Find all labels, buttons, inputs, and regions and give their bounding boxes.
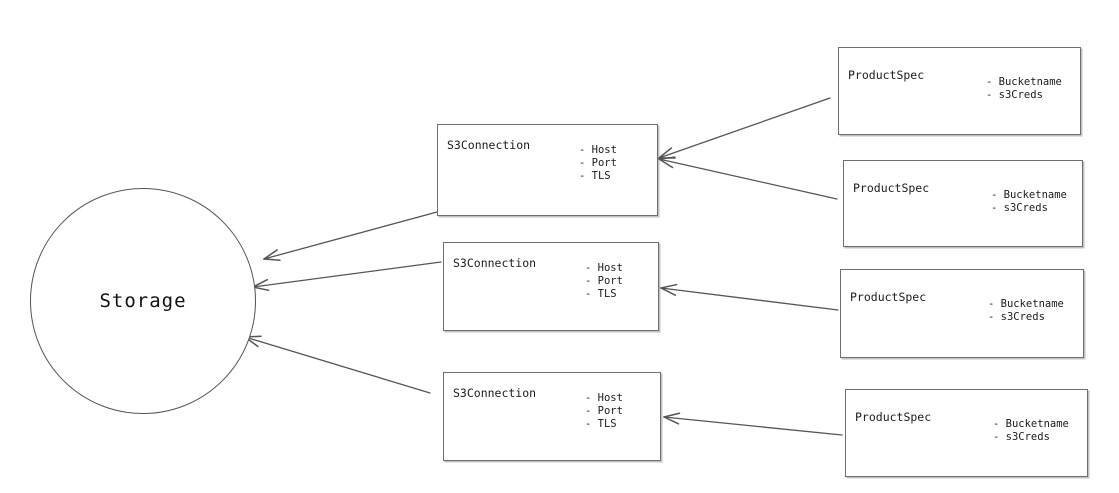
connection-attribute: - Host [585, 392, 623, 404]
connection-title: S3Connection [447, 138, 531, 152]
arrow-conn3-to-storage [244, 335, 431, 394]
connection-attribute: - Host [585, 262, 623, 274]
arrow-spec4-to-conn3 [663, 412, 843, 436]
spec-title: ProductSpec [848, 68, 925, 82]
arrow-head-stroke-1 [252, 278, 268, 288]
spec-attribute: - Bucketname [988, 298, 1064, 310]
spec-attribute: - s3Creds [986, 89, 1043, 101]
spec-attribute-list: - Bucketname- s3Creds [993, 418, 1069, 444]
connection-attribute-list: - Host- Port- TLS [585, 262, 623, 301]
spec-title: ProductSpec [855, 410, 932, 424]
arrow-shaft [660, 287, 839, 311]
arrow-head-stroke-2 [663, 416, 680, 425]
arrow-head-stroke-1 [658, 156, 676, 160]
arrow-shaft [658, 97, 831, 159]
arrow-shaft [263, 211, 438, 260]
spec-box[interactable]: ProductSpec - Bucketname- s3Creds [845, 389, 1088, 477]
spec-attribute: - Bucketname [991, 189, 1067, 201]
arrow-conn1-to-storage [263, 211, 438, 261]
spec-attribute: - s3Creds [988, 311, 1045, 323]
spec-title: ProductSpec [853, 181, 930, 195]
connection-attribute: - TLS [579, 170, 611, 182]
arrow-spec1-to-conn1 [658, 97, 831, 159]
connection-attribute-list: - Host- Port- TLS [585, 392, 623, 431]
arrow-head-stroke-1 [663, 412, 681, 418]
arrow-shaft [252, 261, 442, 288]
connection-box[interactable]: S3Connection - Host- Port- TLS [443, 242, 659, 331]
spec-attribute-list: - Bucketname- s3Creds [986, 76, 1062, 102]
spec-attribute-list: - Bucketname- s3Creds [988, 298, 1064, 324]
arrow-shaft [244, 336, 431, 394]
arrow-head-stroke-1 [658, 147, 673, 159]
connection-box[interactable]: S3Connection - Host- Port- TLS [443, 372, 661, 461]
spec-attribute-list: - Bucketname- s3Creds [991, 189, 1067, 215]
spec-box[interactable]: ProductSpec - Bucketname- s3Creds [840, 269, 1084, 358]
connection-attribute: - Port [579, 157, 617, 169]
connection-attribute-list: - Host- Port- TLS [579, 144, 617, 183]
connection-title: S3Connection [453, 386, 537, 400]
arrow-spec2-to-conn1 [658, 156, 838, 200]
spec-title: ProductSpec [850, 290, 927, 304]
connection-box[interactable]: S3Connection - Host- Port- TLS [437, 124, 658, 216]
arrow-head-stroke-2 [658, 158, 674, 169]
spec-box[interactable]: ProductSpec - Bucketname- s3Creds [838, 47, 1081, 135]
arrow-shaft [663, 416, 843, 436]
arrow-spec3-to-conn2 [660, 283, 839, 311]
spec-attribute: - Bucketname [986, 76, 1062, 88]
spec-attribute: - Bucketname [993, 418, 1069, 430]
arrow-head-stroke-2 [660, 287, 677, 296]
arrow-head-stroke-1 [263, 249, 278, 260]
arrow-head-stroke-1 [660, 283, 678, 289]
arrow-conn2-to-storage [252, 261, 442, 292]
storage-circle[interactable] [30, 188, 256, 414]
connection-attribute: - Port [585, 275, 623, 287]
arrow-head-stroke-2 [263, 258, 281, 261]
connection-title: S3Connection [453, 256, 537, 270]
connection-attribute: - Port [585, 405, 623, 417]
spec-attribute: - s3Creds [993, 431, 1050, 443]
spec-box[interactable]: ProductSpec - Bucketname- s3Creds [843, 160, 1083, 247]
spec-attribute: - s3Creds [991, 202, 1048, 214]
connection-attribute: - TLS [585, 418, 617, 430]
storage-label: Storage [99, 290, 187, 312]
arrow-shaft [658, 158, 838, 200]
connection-attribute: - Host [579, 144, 617, 156]
connection-attribute: - TLS [585, 288, 617, 300]
